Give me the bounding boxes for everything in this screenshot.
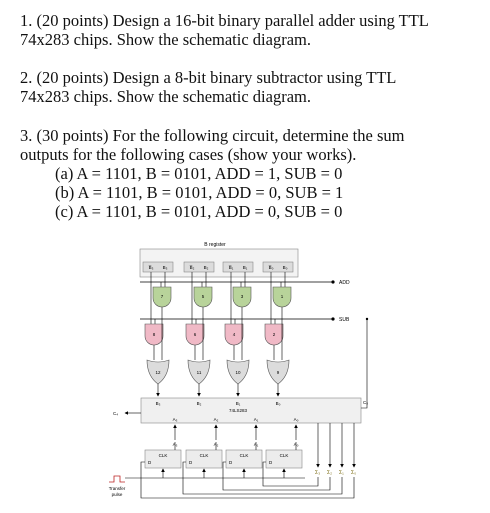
circuit-schematic: B register B̅₃ B₃ B̅₂ B₂ B̅₁ B₁ B̅₀ B₀ A… (109, 242, 368, 499)
ff2-clk-label: CLK (200, 453, 209, 458)
and-gate-4-label: 4 (233, 332, 236, 337)
sum-label-0: Σ₀ (351, 470, 356, 476)
problem-3-cases: (a) A = 1101, B = 0101, ADD = 1, SUB = 0… (55, 164, 404, 221)
and-gates-lower (144, 323, 284, 346)
b-register-cell-0: B̅₀ B₀ (262, 261, 294, 273)
case-b: (b) A = 1101, B = 0101, ADD = 0, SUB = 1 (55, 183, 344, 202)
adder-b2-pin: B₂ (197, 401, 202, 406)
or-gate-10-label: 10 (235, 370, 241, 375)
add-label: ADD (339, 280, 350, 286)
b-register-cell-2: B̅₂ B₂ (183, 261, 215, 273)
flip-flop-to-register-wires (174, 442, 297, 450)
b-bar-3-label: B̅₃ (148, 264, 154, 270)
ff3-d-label: D (148, 460, 152, 465)
transfer-label-line-1: Transfer (109, 486, 126, 491)
b-bar-0-label: B̅₀ (268, 264, 274, 270)
adder-a1-pin: A₁ (254, 417, 259, 422)
flip-flop-3: D CLK (144, 449, 182, 469)
carry-in-label: C₀ (363, 400, 368, 405)
clock-wires (161, 468, 286, 478)
a-register-wires (173, 424, 298, 440)
flip-flop-0: D CLK (265, 449, 303, 469)
problem-3: 3. (30 points) For the following circuit… (20, 126, 404, 221)
case-a: (a) A = 1101, B = 0101, ADD = 1, SUB = 0 (55, 164, 343, 183)
flip-flop-2: D CLK (185, 449, 223, 469)
or-gate-12-label: 12 (155, 370, 161, 375)
b-bar-1-label: B̅₁ (228, 264, 234, 270)
adder-b3-pin: B₃ (156, 401, 161, 406)
ff1-clk-label: CLK (240, 453, 249, 458)
adder-b0-pin: B₀ (276, 401, 281, 406)
and-to-or-wires (153, 307, 283, 360)
or-gates (146, 359, 290, 385)
register-wires (150, 272, 286, 324)
b-register-label: B register (204, 242, 226, 248)
ff0-clk-label: CLK (280, 453, 289, 458)
ff0-d-label: D (269, 460, 273, 465)
problem-1: 1. (20 points) Design a 16-bit binary pa… (20, 11, 429, 49)
and-gate-8-label: 8 (153, 332, 156, 337)
or-gate-9-label: 9 (277, 370, 280, 375)
problem-2-line-2: 74x283 chips. Show the schematic diagram… (20, 87, 311, 106)
case-c: (c) A = 1101, B = 0101, ADD = 0, SUB = 0 (55, 202, 343, 221)
sum-label-1: Σ₁ (339, 470, 344, 476)
and-gate-7-label: 7 (161, 294, 164, 299)
b-2-label: B₂ (204, 265, 209, 270)
b-0-label: B₀ (283, 265, 288, 270)
carry-out-label: C₄ (113, 411, 118, 416)
ff3-clk-label: CLK (159, 453, 168, 458)
problem-2: 2. (20 points) Design a 8-bit binary sub… (20, 68, 396, 106)
problem-3-line-1: 3. (30 points) For the following circuit… (20, 126, 405, 145)
adder-74ls283 (140, 397, 362, 424)
sub-label: SUB (339, 317, 350, 323)
transfer-pulse-icon (109, 475, 125, 483)
sum-output-wires (181, 423, 356, 499)
sum-label-2: Σ₂ (327, 470, 332, 476)
carry-in-wire (361, 319, 368, 409)
problem-1-line-1: 1. (20 points) Design a 16-bit binary pa… (20, 11, 429, 30)
adder-chip-name: 74LS283 (229, 408, 248, 413)
or-gate-11-label: 11 (197, 370, 202, 375)
problem-3-line-2: outputs for the following cases (show yo… (20, 145, 357, 164)
ff2-d-label: D (189, 460, 193, 465)
adder-a3-pin: A₃ (173, 417, 178, 422)
d-input-wires (140, 461, 302, 499)
and-gate-3-label: 3 (241, 294, 244, 299)
and-gates-upper (152, 286, 292, 308)
and-gate-5-label: 5 (202, 294, 205, 299)
b-register-cell-3: B̅₃ B₃ (142, 261, 174, 273)
flip-flop-1: D CLK (225, 449, 263, 469)
b-bar-2-label: B̅₂ (189, 264, 195, 270)
adder-b1-pin: B₁ (236, 401, 241, 406)
problem-2-line-1: 2. (20 points) Design a 8-bit binary sub… (20, 68, 397, 87)
b-1-label: B₁ (243, 265, 248, 270)
b-3-label: B₃ (163, 265, 168, 270)
and-gate-1-label: 1 (281, 294, 284, 299)
problem-1-line-2: 74x283 chips. Show the schematic diagram… (20, 30, 311, 49)
adder-a2-pin: A₂ (214, 417, 219, 422)
adder-a0-pin: A₀ (294, 417, 299, 422)
b-register-cell-1: B̅₁ B₁ (222, 261, 254, 273)
sum-label-3: Σ₃ (315, 470, 320, 476)
and-gate-2-label: 2 (273, 332, 276, 337)
and-gate-6-label: 6 (194, 332, 197, 337)
or-to-adder-wires (156, 384, 280, 397)
ff1-d-label: D (229, 460, 233, 465)
transfer-label-line-2: pulse (112, 492, 123, 497)
